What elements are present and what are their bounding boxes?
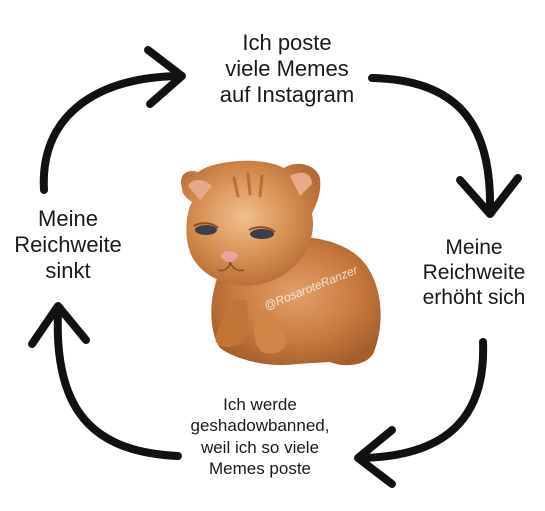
step-label-line: auf Instagram [219,81,355,107]
step-label-post-memes: Ich poste viele Memes auf Instagram [187,30,387,108]
curved-arrow-down-icon [368,74,522,218]
step-label-line: Meine [445,236,503,259]
step-label-line: sinkt [45,257,91,283]
step-label-line: Reichweite [422,260,526,284]
step-label-reach-decreases: Meine Reichweite sinkt [0,206,136,284]
step-label-line: Meine [38,206,98,231]
step-label-shadowbanned: Ich werde geshadowbanned, weil ich so vi… [160,394,360,479]
curved-arrow-up-icon [28,302,182,460]
step-label-line: Reichweite [14,231,122,257]
step-label-line: viele Memes [225,55,349,81]
step-label-line: Ich poste [242,30,332,55]
curved-arrow-left-icon [354,338,488,488]
step-label-line: Memes poste [208,458,312,478]
curved-arrow-right-icon [39,46,186,194]
step-label-line: weil ich so viele [200,437,320,457]
step-label-line: Ich werde [223,395,297,414]
step-label-line: erhöht sich [422,285,526,309]
step-label-reach-increases: Meine Reichweite erhöht sich [404,236,544,310]
step-label-line: geshadowbanned, [190,416,330,436]
